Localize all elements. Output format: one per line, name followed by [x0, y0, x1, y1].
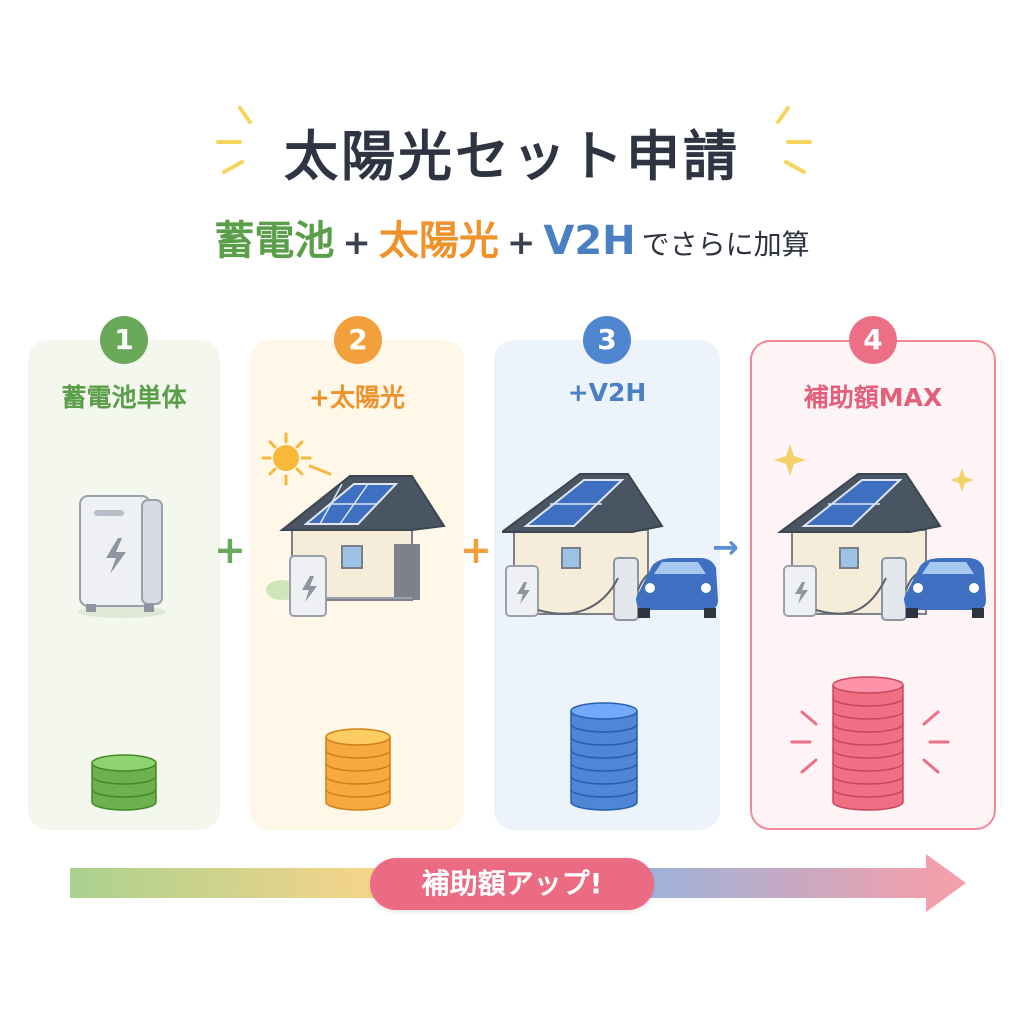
- coin-top-4: [832, 676, 904, 694]
- subtitle-v2h: V2H: [543, 218, 636, 264]
- subsidy-up-badge: 補助額アップ!: [370, 858, 654, 910]
- subtitle-solar: 太陽光: [378, 218, 499, 264]
- step-label-2: +太陽光: [309, 383, 405, 412]
- step-badge-2: 2: [334, 316, 382, 364]
- connector-plus-2: +: [460, 528, 492, 572]
- subtitle-battery: 蓄電池: [214, 218, 335, 264]
- connector-plus-1: +: [214, 528, 246, 572]
- coin-top-2: [325, 728, 391, 746]
- solar-house-icon: [262, 432, 446, 617]
- step-label-4: 補助額MAX: [803, 383, 943, 412]
- subtitle-plus: +: [506, 223, 536, 263]
- step-label-1: 蓄電池単体: [61, 383, 187, 412]
- v2h-house-icon: [502, 473, 718, 621]
- progress-arrowhead: [926, 854, 966, 912]
- subtitle-tail: でさらに加算: [641, 228, 810, 261]
- step-badge-3: 3: [583, 316, 631, 364]
- emphasis-rays-icon: [790, 710, 950, 774]
- right-sparkle-icon: [776, 106, 812, 174]
- left-sparkle-icon: [216, 106, 252, 174]
- step-badge-4: 4: [849, 316, 897, 364]
- max-house-icon: [774, 444, 986, 621]
- coin-top-3: [570, 702, 638, 720]
- step-label-3: +V2H: [567, 378, 647, 407]
- step-badge-1: 1: [100, 316, 148, 364]
- battery-icon: [78, 495, 166, 618]
- subtitle-plus: +: [342, 223, 371, 263]
- connector-arrow: →: [712, 528, 739, 566]
- coin-top-1: [91, 754, 157, 772]
- page-title: 太陽光セット申請: [284, 125, 740, 188]
